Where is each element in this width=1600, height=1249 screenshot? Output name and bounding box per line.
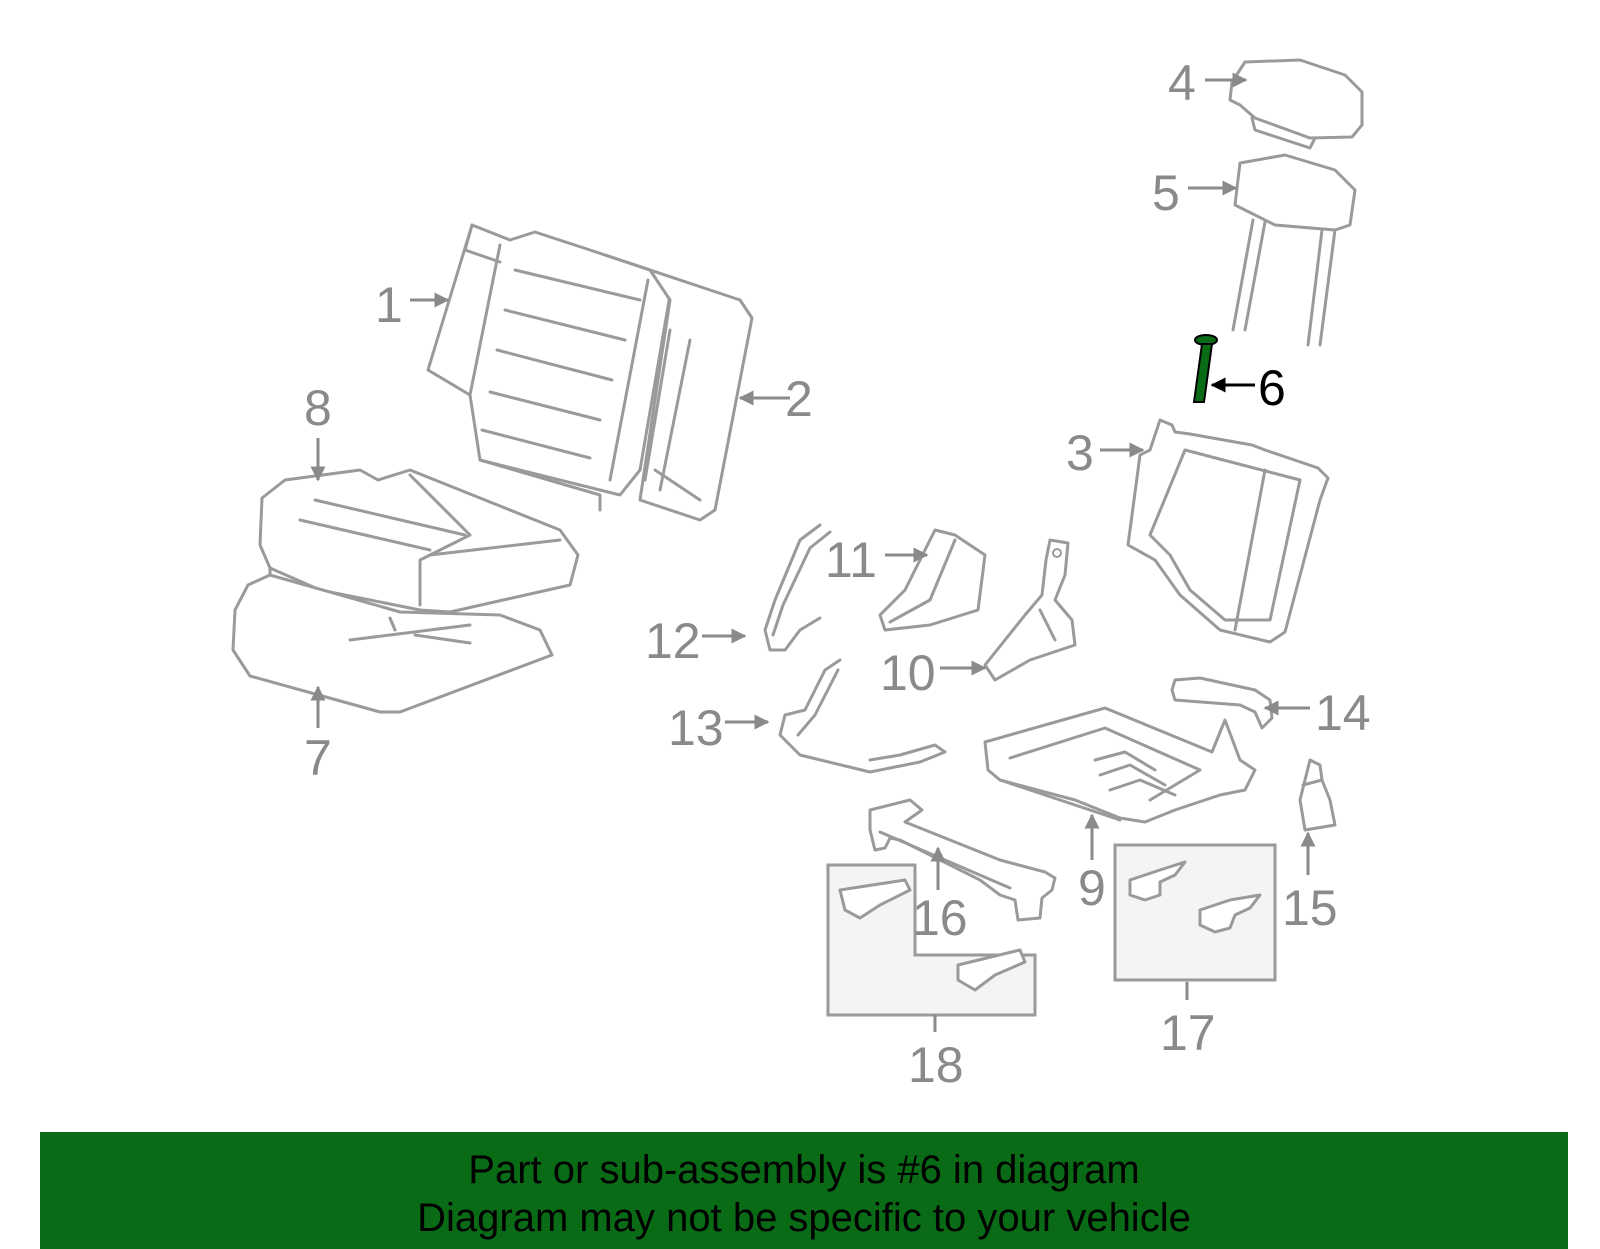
callout-8: 8 (304, 380, 332, 436)
callout-9: 9 (1078, 860, 1106, 916)
callout-13: 13 (668, 700, 724, 756)
callout-7: 7 (304, 730, 332, 786)
part-18-kit-box (826, 863, 1037, 1017)
banner-line-2: Diagram may not be specific to your vehi… (417, 1196, 1191, 1240)
part-1-seat-back (426, 223, 672, 512)
callout-10: 10 (880, 645, 936, 701)
part-4-headrest (1228, 58, 1364, 150)
part-10-recliner (983, 538, 1077, 682)
part-7-seat-cushion-cover (231, 573, 554, 714)
part-2-seat-back-cover (603, 253, 754, 522)
callout-11: 11 (825, 532, 877, 588)
callout-6: 6 (1258, 360, 1286, 416)
part-3-seat-back-frame (1126, 418, 1330, 644)
callout-5: 5 (1152, 165, 1180, 221)
part-13-wire (778, 658, 947, 774)
callout-arrows (310, 72, 1316, 1032)
part-17-kit-box (1113, 843, 1277, 982)
callout-3: 3 (1066, 425, 1094, 481)
callout-2: 2 (785, 371, 813, 427)
callout-16: 16 (912, 890, 968, 946)
part-11-trim (878, 528, 987, 632)
callout-15: 15 (1282, 880, 1338, 936)
part-6-headrest-guide (1192, 334, 1218, 403)
callout-18: 18 (908, 1037, 964, 1093)
callout-14: 14 (1315, 685, 1371, 741)
part-9-seat-frame (983, 706, 1257, 824)
callout-labels: 1 2 3 4 5 6 7 8 9 10 11 12 13 14 15 16 1… (304, 55, 1371, 1093)
part-15-cover (1298, 758, 1337, 832)
callout-1: 1 (375, 277, 403, 333)
callout-12: 12 (645, 613, 701, 669)
part-5-headrest (1231, 153, 1357, 347)
part-14-bracket (1170, 676, 1274, 730)
callout-17: 17 (1160, 1005, 1216, 1061)
part-12-wire (763, 523, 832, 652)
info-banner: Part or sub-assembly is #6 in diagram Di… (40, 1132, 1568, 1249)
banner-line-1: Part or sub-assembly is #6 in diagram (468, 1148, 1140, 1192)
callout-4: 4 (1168, 55, 1196, 111)
